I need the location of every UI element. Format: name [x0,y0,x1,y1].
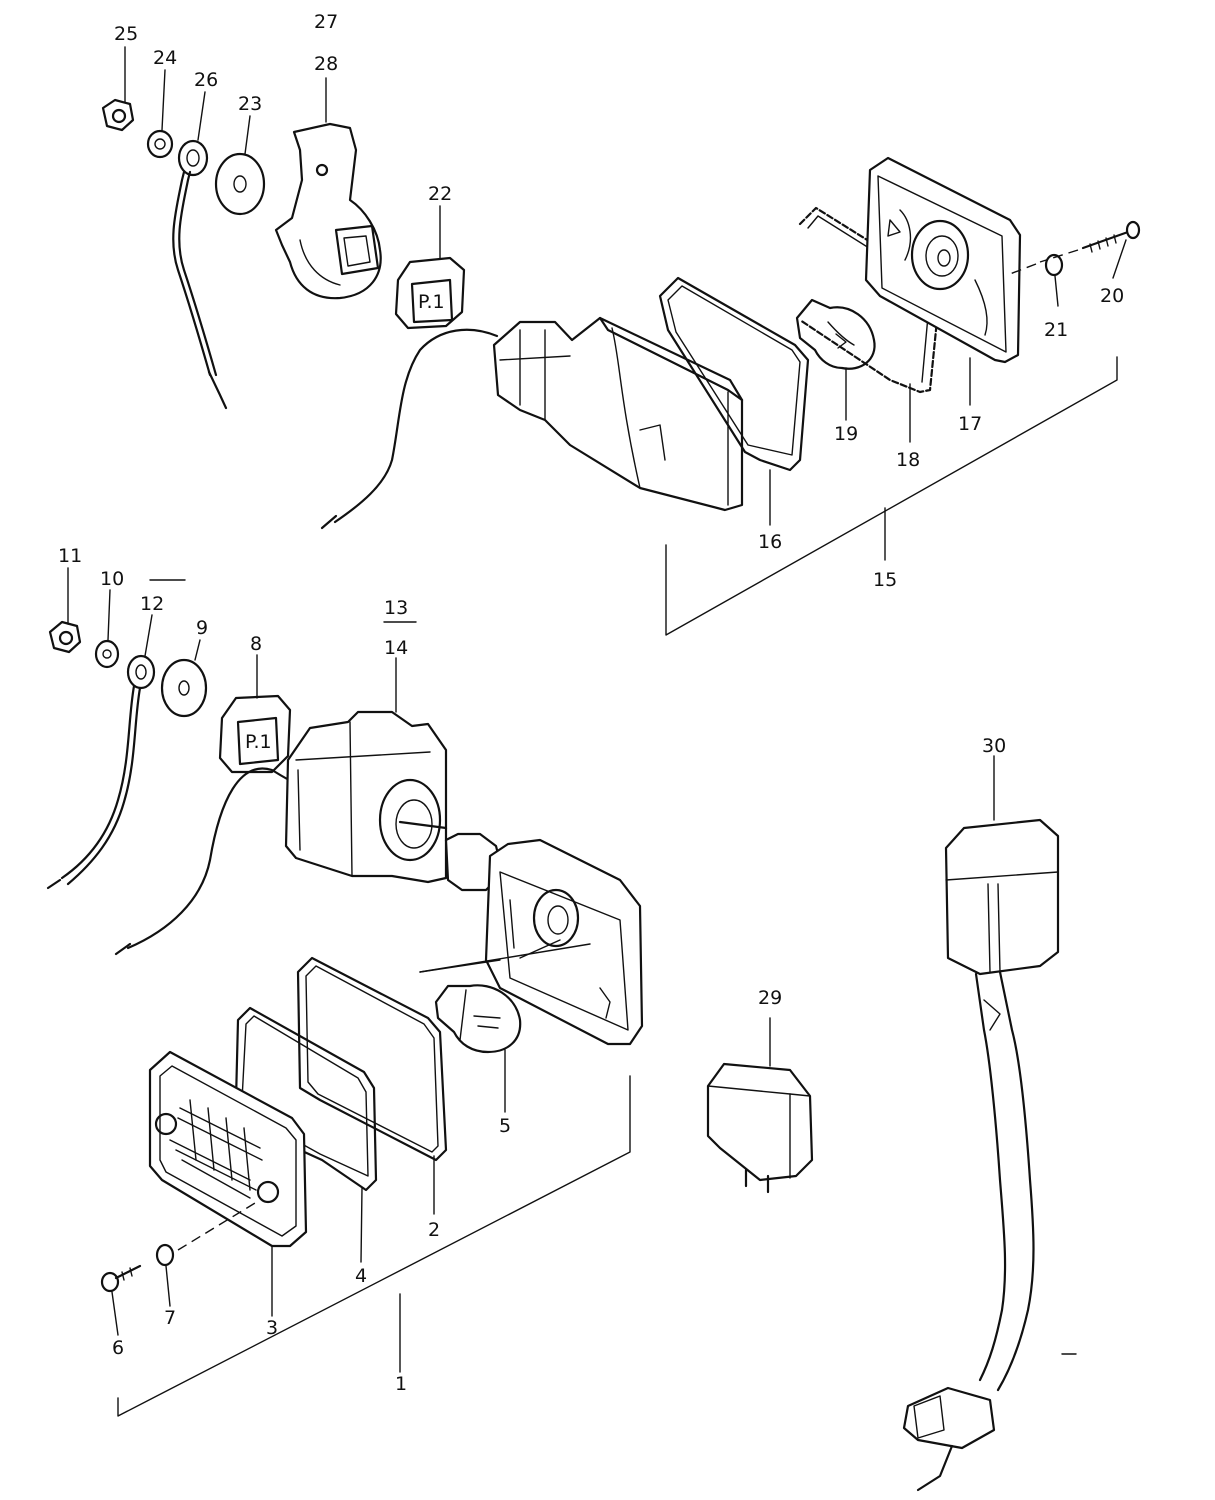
lamp-housing-13-14 [284,710,448,884]
screw-20 [1081,220,1141,253]
lens-3 [148,1050,308,1248]
washer-7 [155,1243,175,1267]
flasher-unit-30 [902,755,1060,1492]
nut-11 [48,620,82,654]
label-27: 27 [314,11,338,33]
label-28: 28 [314,53,338,75]
label-14: 14 [384,637,408,659]
callout-labels: 25 24 26 23 27 28 22 20 21 17 19 18 16 1… [58,11,1124,1395]
washer-23 [214,152,266,216]
label-26: 26 [194,69,218,91]
svg-text:P.1: P.1 [245,731,272,753]
label-4: 4 [355,1265,367,1287]
ground-wire-26 [172,139,228,410]
label-11: 11 [58,545,82,567]
label-12: 12 [140,593,164,615]
label-30: 30 [982,735,1006,757]
label-9: 9 [196,617,208,639]
upper-turn-signal-assembly: P.1 [101,46,1141,636]
ground-wire-12 [46,654,156,890]
gasket-16 [658,276,810,472]
lower-leader-lines [67,567,631,1417]
label-2: 2 [428,1219,440,1241]
label-29: 29 [758,987,782,1009]
bulb-19 [795,298,876,370]
label-8: 8 [250,633,262,655]
washer-9 [160,658,208,718]
label-10: 10 [100,568,124,590]
upper-leader-lines [124,46,1127,636]
reflector-base [484,838,644,1046]
label-6: 6 [112,1337,124,1359]
lock-washer-10 [94,639,120,669]
washer-21 [1044,253,1064,277]
label-17: 17 [958,413,982,435]
label-20: 20 [1100,285,1124,307]
label-15: 15 [873,569,897,591]
nut-25 [101,98,135,132]
label-18: 18 [896,449,920,471]
signal-wire-upper [333,328,499,524]
bracket-27-28 [274,122,382,300]
label-1: 1 [395,1373,407,1395]
relay-29 [706,1017,814,1194]
lens-17 [864,156,1022,364]
label-7: 7 [164,1307,176,1329]
label-16: 16 [758,531,782,553]
bulb-socket [398,820,502,892]
gasket-2 [296,956,448,1162]
screw-6 [100,1264,142,1293]
label-25: 25 [114,23,138,45]
label-23: 23 [238,93,262,115]
label-13: 13 [384,597,408,619]
bulb-5 [434,984,522,1054]
svg-text:P.1: P.1 [418,291,445,313]
label-19: 19 [834,423,858,445]
grommet-8: P.1 [218,694,292,774]
label-5: 5 [499,1115,511,1137]
label-22: 22 [428,183,452,205]
label-21: 21 [1044,319,1068,341]
label-3: 3 [266,1317,278,1339]
label-24: 24 [153,47,177,69]
lock-washer-24 [146,129,174,159]
lamp-housing-16 [492,316,744,512]
grommet-22: P.1 [394,256,466,330]
lower-turn-signal-assembly: P.1 [46,567,644,1417]
